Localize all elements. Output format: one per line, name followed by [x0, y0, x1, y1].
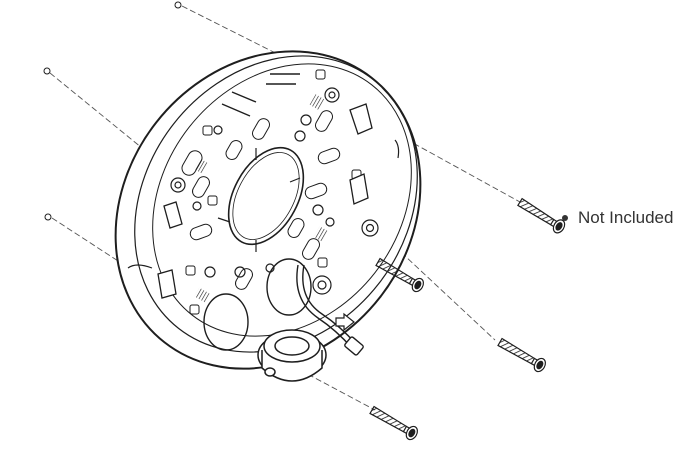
rim-notch-left	[127, 264, 153, 269]
slot	[225, 140, 243, 160]
center-hole-inner	[232, 152, 300, 240]
grip-marks	[193, 94, 329, 303]
alignment-line-bottom	[299, 369, 376, 411]
screw-4	[369, 405, 419, 441]
tab	[202, 125, 213, 136]
boss	[325, 217, 335, 227]
bullet-icon	[562, 215, 568, 221]
grip	[309, 94, 325, 110]
screw-3	[497, 337, 547, 373]
screw-1	[517, 197, 566, 234]
boss	[174, 181, 182, 189]
lower-hole-left	[203, 293, 249, 351]
slot	[315, 110, 333, 132]
gland-opening	[274, 336, 310, 356]
cable-connector	[344, 336, 364, 356]
clip-top-right	[349, 103, 373, 135]
boss	[265, 263, 275, 273]
grip	[194, 287, 210, 303]
screw-bosses	[170, 87, 379, 295]
cable-gland	[257, 329, 327, 382]
tab	[317, 257, 328, 268]
slot	[235, 268, 253, 290]
tab	[185, 265, 196, 276]
marking	[231, 91, 257, 103]
pin-marker-lower-left	[44, 213, 52, 221]
center-hole	[227, 146, 305, 246]
slot	[189, 223, 213, 241]
tick	[217, 217, 231, 223]
mounting-plate	[114, 50, 422, 370]
pin-marker-top	[174, 1, 182, 9]
boss	[294, 130, 306, 142]
slot	[192, 176, 210, 198]
gland-base-hole	[264, 367, 276, 377]
boss	[192, 201, 202, 211]
slot	[317, 147, 341, 165]
plate-face	[152, 63, 412, 337]
rim-notch-right	[394, 139, 400, 159]
not-included-label: Not Included	[578, 208, 674, 227]
slot	[302, 238, 320, 260]
boss	[204, 266, 216, 278]
cable-line-b	[302, 264, 357, 345]
slot	[287, 218, 305, 238]
alignment-line-right-top	[334, 99, 521, 203]
cable	[296, 264, 364, 356]
direction-arrow	[335, 312, 355, 332]
lower-hole-right	[266, 258, 312, 316]
boss	[361, 219, 379, 237]
boss	[328, 91, 336, 99]
boss	[312, 204, 324, 216]
boss	[317, 280, 327, 290]
boss	[365, 223, 375, 233]
pin-markers	[43, 1, 182, 221]
boss	[234, 266, 246, 278]
clip-lower-left	[157, 269, 177, 299]
plate-markings	[221, 73, 300, 117]
grip	[313, 226, 329, 242]
boss	[300, 114, 312, 126]
tick	[289, 177, 301, 183]
screw-group	[369, 197, 566, 441]
tab	[315, 69, 326, 80]
plate-rim-edge	[134, 55, 418, 353]
clip-left	[163, 201, 183, 229]
tab	[207, 195, 218, 206]
tab	[189, 304, 200, 315]
boss	[324, 87, 340, 103]
boss	[312, 275, 332, 295]
tick-lines	[217, 148, 301, 252]
grip	[193, 158, 209, 174]
screw-2	[375, 257, 425, 293]
boss	[213, 125, 223, 135]
side-clips	[157, 103, 373, 299]
slot	[252, 118, 270, 140]
alignment-line-top	[181, 5, 346, 89]
clip-right	[349, 173, 369, 205]
boss	[170, 177, 186, 193]
slot	[304, 182, 328, 200]
marking	[221, 103, 251, 117]
cable-line-a	[296, 264, 353, 349]
pin-marker-left	[43, 67, 51, 75]
